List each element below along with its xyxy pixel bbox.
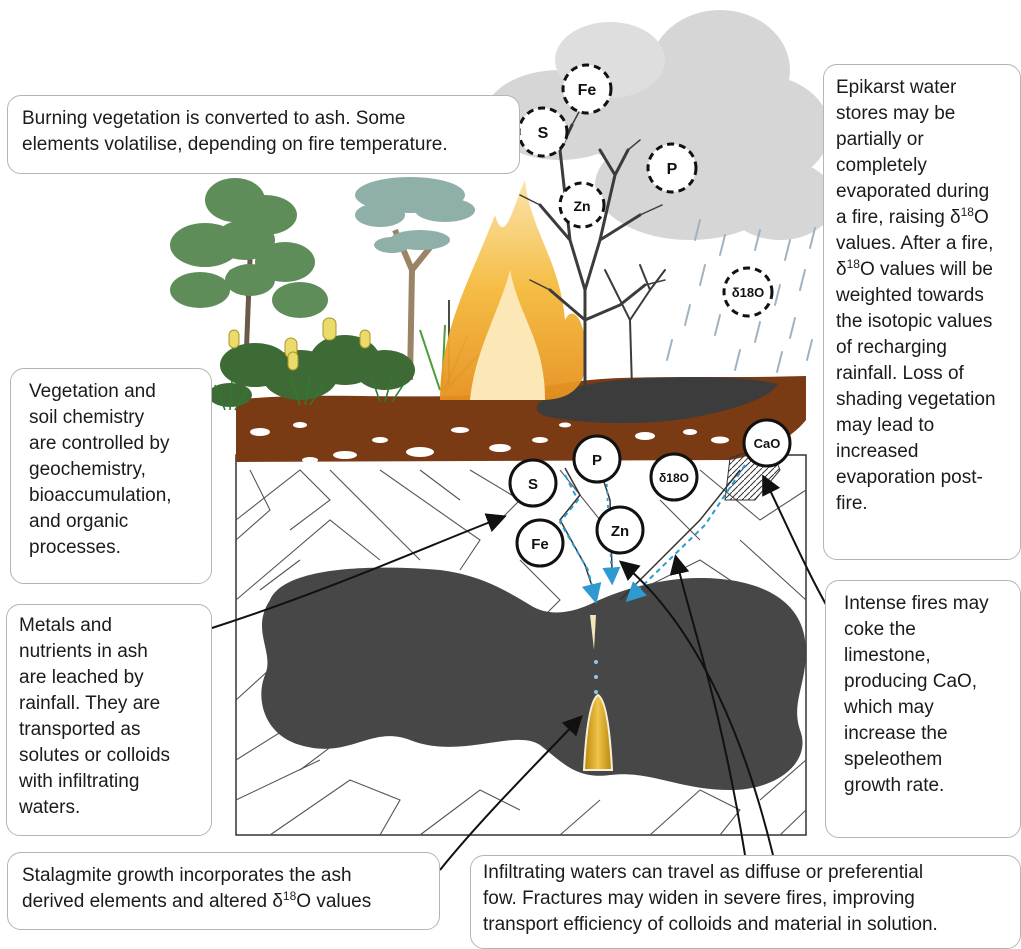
- banksia-icon: [208, 318, 415, 407]
- svg-text:P: P: [667, 161, 678, 178]
- callout-burning-vegetation: Burning vegetation is converted to ash. …: [7, 95, 520, 174]
- stalagmite-text-part2: O values: [296, 891, 371, 912]
- svg-text:Fe: Fe: [578, 82, 597, 99]
- badge-fe-soil: Fe: [517, 520, 563, 566]
- svg-text:δ18O: δ18O: [659, 471, 689, 485]
- badge-d18o-volatilised: δ18O: [724, 268, 772, 316]
- callout-metals-text: Metals and nutrients in ash are leached …: [19, 613, 211, 821]
- svg-text:P: P: [592, 452, 602, 469]
- callout-vegetation-soil-chemistry: Vegetation and soil chemistry are contro…: [10, 368, 212, 584]
- callout-infiltrating-waters: Infiltrating waters can travel as diffus…: [470, 855, 1021, 949]
- svg-text:Zn: Zn: [573, 198, 590, 214]
- badge-zn-soil: Zn: [597, 507, 643, 553]
- isotope-superscript: 18: [961, 205, 974, 219]
- epikarst-text-part3: O values will be weighted towards the is…: [836, 259, 996, 514]
- callout-stalagmite-growth: Stalagmite growth incorporates the ash d…: [7, 852, 440, 930]
- badge-s-soil: S: [510, 460, 556, 506]
- badge-cao-soil: CaO: [744, 420, 790, 466]
- callout-infiltrating-text: Infiltrating waters can travel as diffus…: [483, 860, 1020, 938]
- callout-intense-text: Intense fires may coke the limestone, pr…: [844, 591, 1020, 799]
- callout-metals-nutrients: Metals and nutrients in ash are leached …: [6, 604, 212, 836]
- badge-p-volatilised: P: [648, 144, 696, 192]
- callout-intense-fires: Intense fires may coke the limestone, pr…: [825, 580, 1021, 838]
- callout-epikarst-text: Epikarst water stores may be partially o…: [836, 75, 1020, 517]
- badge-zn-volatilised: Zn: [560, 183, 604, 227]
- svg-text:CaO: CaO: [754, 436, 781, 451]
- svg-text:Zn: Zn: [611, 523, 629, 540]
- callout-epikarst-water: Epikarst water stores may be partially o…: [823, 64, 1021, 560]
- callout-stalagmite-text: Stalagmite growth incorporates the ash d…: [22, 863, 439, 915]
- isotope-superscript: 18: [847, 257, 860, 271]
- svg-text:Fe: Fe: [531, 536, 549, 553]
- svg-text:δ18O: δ18O: [732, 285, 764, 300]
- badge-p-soil: P: [574, 436, 620, 482]
- vegetation-group: [170, 177, 478, 410]
- badge-fe-volatilised: Fe: [563, 65, 611, 113]
- isotope-superscript: 18: [283, 889, 296, 903]
- svg-text:S: S: [528, 476, 538, 493]
- badge-s-volatilised: S: [519, 108, 567, 156]
- badge-d18o-soil: δ18O: [651, 454, 697, 500]
- callout-vegetation-text: Vegetation and soil chemistry are contro…: [29, 379, 211, 561]
- callout-burning-text: Burning vegetation is converted to ash. …: [22, 106, 519, 158]
- svg-text:S: S: [538, 125, 549, 142]
